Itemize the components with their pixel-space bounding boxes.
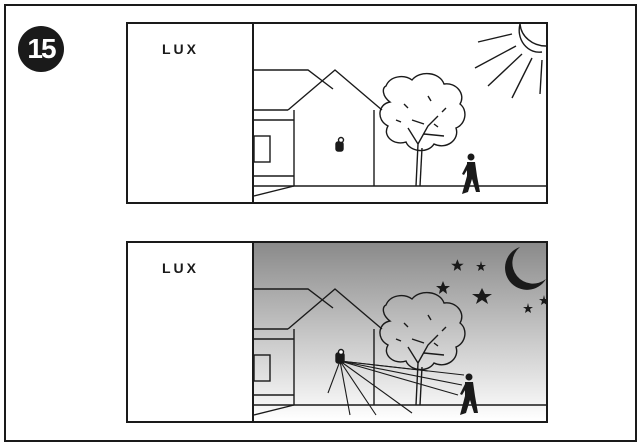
tree-icon xyxy=(380,74,465,186)
house-icon xyxy=(254,70,382,186)
lux-sensor-box: LUX xyxy=(128,243,254,421)
step-number: 15 xyxy=(27,33,54,65)
path-line xyxy=(254,186,294,196)
lux-label: LUX xyxy=(162,260,199,276)
person-walking-icon xyxy=(462,154,480,195)
step-number-badge: 15 xyxy=(18,26,64,72)
lux-label: LUX xyxy=(162,41,199,57)
day-scene-panel: LUX xyxy=(126,22,548,204)
night-scene-panel: LUX xyxy=(126,241,548,423)
lux-sensor-box: LUX xyxy=(128,24,254,202)
sun-icon xyxy=(475,24,546,98)
motion-sensor-icon xyxy=(336,138,344,152)
night-sky xyxy=(254,243,546,421)
